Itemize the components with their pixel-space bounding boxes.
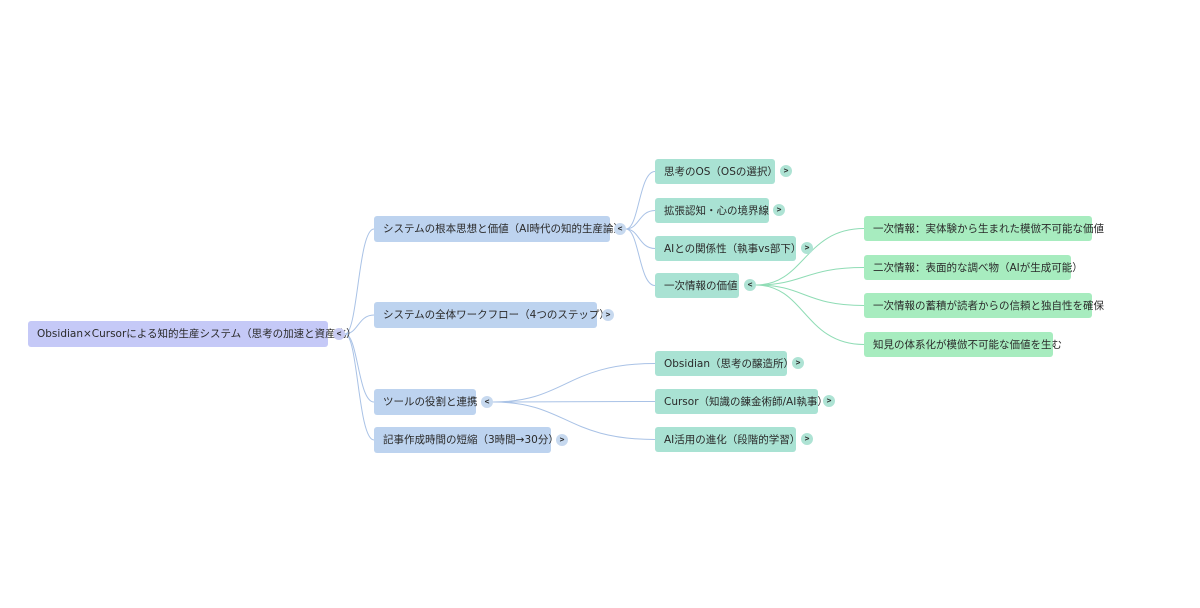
link-primary-b — [755, 267, 865, 286]
node-primary-info-value[interactable]: 一次情報の価値 — [655, 273, 739, 298]
branch-node-workflow[interactable]: システムの全体ワークフロー（4つのステップ） — [374, 302, 610, 328]
expand-extended-cognition-toggle[interactable]: > — [773, 204, 785, 216]
expand-time-saving-toggle[interactable]: > — [556, 434, 568, 446]
link-root-time-saving — [344, 333, 375, 441]
expand-ai-relationship-toggle[interactable]: > — [801, 242, 813, 254]
node-extended-cognition[interactable]: 拡張認知・心の境界線 — [655, 198, 769, 223]
collapse-philosophy-toggle[interactable]: < — [614, 223, 626, 235]
node-obsidian[interactable]: Obsidian（思考の醸造所） — [655, 351, 794, 376]
link-tools-ai — [492, 401, 656, 440]
link-primary-c — [755, 284, 865, 306]
link-root-philosophy — [344, 228, 375, 335]
root-node[interactable]: Obsidian×Cursorによる知的生産システム（思考の加速と資産化） — [28, 321, 357, 347]
node-cursor[interactable]: Cursor（知識の錬金術師/AI執事） — [655, 389, 828, 414]
expand-cursor-toggle[interactable]: > — [823, 395, 835, 407]
expand-ai-evolution-toggle[interactable]: > — [801, 433, 813, 445]
branch-node-time-saving[interactable]: 記事作成時間の短縮（3時間→30分） — [374, 427, 559, 453]
node-ai-relationship[interactable]: AIとの関係性（執事vs部下） — [655, 236, 801, 261]
node-thinking-os[interactable]: 思考のOS（OSの選択） — [655, 159, 778, 184]
link-primary-a — [755, 228, 865, 286]
leaf-knowledge-systematization[interactable]: 知見の体系化が模倣不可能な価値を生む — [864, 332, 1062, 357]
node-ai-evolution[interactable]: AI活用の進化（段階的学習） — [655, 427, 800, 452]
link-tools-cursor — [492, 401, 656, 403]
link-primary-d — [755, 284, 865, 345]
link-philosophy-cognition — [625, 210, 656, 230]
link-philosophy-primary — [625, 228, 656, 286]
link-philosophy-os — [625, 171, 656, 230]
link-tools-obsidian — [492, 363, 656, 403]
leaf-secondary-info-definition[interactable]: 二次情報：表面的な調べ物（AIが生成可能） — [864, 255, 1083, 280]
link-root-workflow — [344, 314, 375, 335]
collapse-tools-toggle[interactable]: < — [481, 396, 493, 408]
leaf-primary-info-definition[interactable]: 一次情報：実体験から生まれた模倣不可能な価値 — [864, 216, 1104, 241]
link-root-tools — [344, 333, 375, 403]
branch-node-philosophy[interactable]: システムの根本思想と価値（AI時代の知的生産論） — [374, 216, 624, 242]
expand-thinking-os-toggle[interactable]: > — [780, 165, 792, 177]
leaf-primary-info-trust[interactable]: 一次情報の蓄積が読者からの信頼と独自性を確保 — [864, 293, 1104, 318]
collapse-root-toggle[interactable]: < — [333, 328, 345, 340]
expand-workflow-toggle[interactable]: > — [602, 309, 614, 321]
branch-node-tools[interactable]: ツールの役割と連携 — [374, 389, 478, 415]
collapse-primary-info-toggle[interactable]: < — [744, 279, 756, 291]
expand-obsidian-toggle[interactable]: > — [792, 357, 804, 369]
